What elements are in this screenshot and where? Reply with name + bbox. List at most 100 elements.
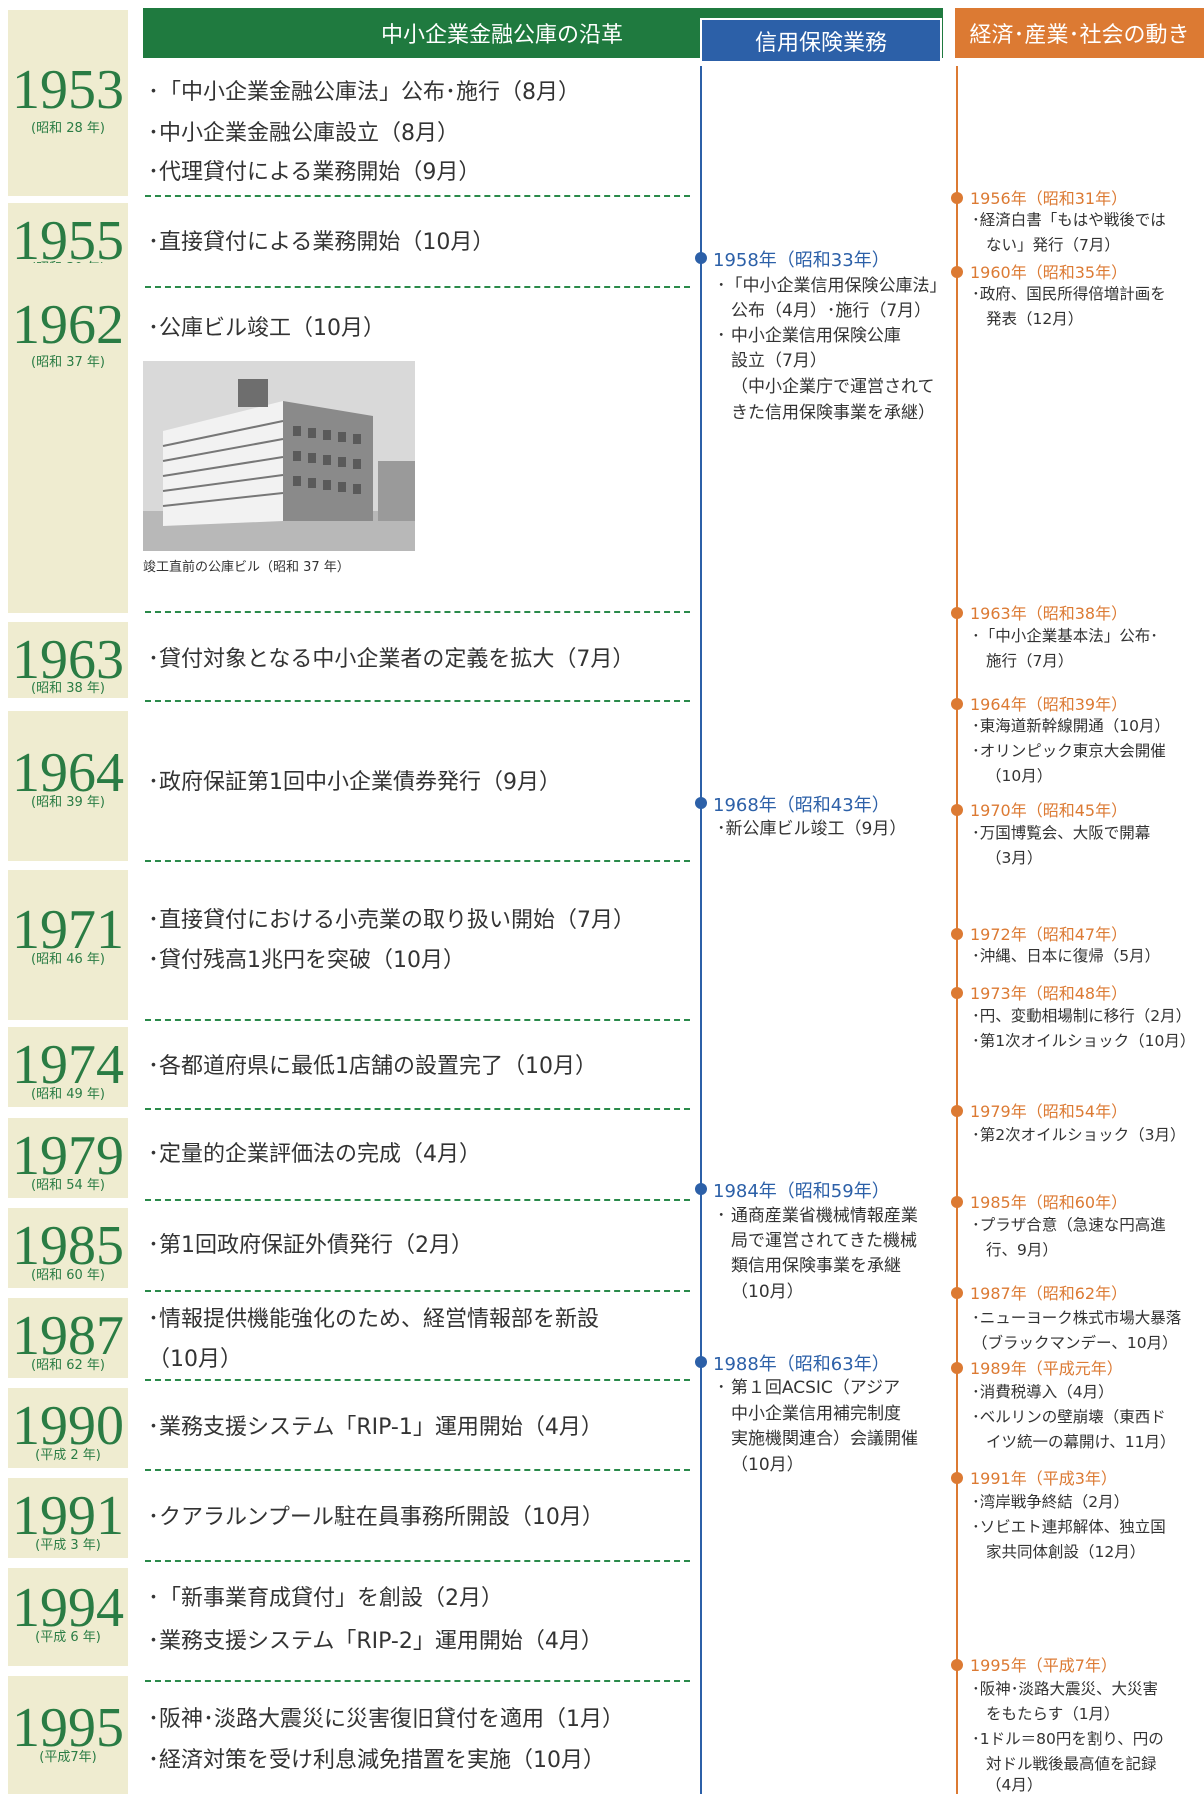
year-number: 1994: [12, 1577, 124, 1639]
year-number: 1995: [12, 1697, 124, 1759]
economy-event-text: ･湾岸戦争終結（2月）: [972, 1493, 1130, 1511]
history-item: ･貸付残高1兆円を突破（10月）: [148, 948, 465, 973]
year-era: (平成7年): [39, 1750, 97, 1765]
economy-event-text: ･沖縄、日本に復帰（5月）: [972, 947, 1161, 965]
credit-event-text: ･ 通商産業省機械情報産業: [717, 1206, 918, 1226]
history-item: ･阪神･淡路大震災に災害復旧貸付を適用（1月）: [148, 1707, 624, 1732]
timeline-dot: [951, 1659, 963, 1671]
credit-event-title: 1958年（昭和33年）: [713, 250, 890, 271]
year-era: (昭和 37 年): [31, 355, 105, 370]
history-item: ･クアラルンプール駐在員事務所開設（10月）: [148, 1505, 604, 1530]
economy-event-text: 行、9月）: [986, 1241, 1058, 1259]
economy-event-title: 1960年（昭和35年）: [970, 263, 1128, 282]
economy-event-title: 1956年（昭和31年）: [970, 189, 1128, 208]
timeline-dot: [951, 1105, 963, 1117]
economy-event-text: ･ソビエト連邦解体、独立国: [972, 1518, 1166, 1536]
timeline-dot: [951, 928, 963, 940]
history-item: （10月）: [148, 1347, 242, 1372]
separator: [145, 1560, 690, 1562]
credit-header-label: 信用保険業務: [754, 30, 887, 56]
year-number: 1971: [12, 899, 124, 961]
economy-event-text: ･消費税導入（4月）: [972, 1383, 1114, 1401]
year-era: (昭和 60 年): [31, 1268, 105, 1283]
economy-event-text: ･円、変動相場制に移行（2月）: [972, 1007, 1192, 1025]
economy-event-title: 1963年（昭和38年）: [970, 604, 1128, 623]
year-era: (昭和 62 年): [31, 1358, 105, 1373]
economy-event-text: ･ニューヨーク株式市場大暴落: [972, 1309, 1182, 1327]
credit-event-text: ･新公庫ビル竣工（9月）: [717, 819, 907, 839]
timeline-dot: [951, 698, 963, 710]
separator: [145, 195, 690, 197]
economy-event-title: 1985年（昭和60年）: [970, 1193, 1128, 1212]
separator: [145, 1108, 690, 1110]
credit-event-text: 実施機関連合）会議開催: [731, 1429, 918, 1449]
economy-event-text: （ブラックマンデー、10月）: [972, 1334, 1178, 1352]
economy-event-text: ･「中小企業基本法」公布･: [972, 627, 1159, 645]
economy-event-text: 発表（12月）: [986, 310, 1084, 328]
credit-event-text: 類信用保険事業を承継: [731, 1256, 901, 1276]
year-era: (昭和 46 年): [31, 952, 105, 967]
year-number: 1985: [12, 1215, 124, 1277]
separator: [145, 611, 690, 613]
year-number: 1979: [12, 1125, 124, 1187]
economy-header-label: 経済･産業･社会の動き: [969, 23, 1190, 48]
year-number: 1953: [12, 59, 124, 121]
economy-event-text: ･ベルリンの壁崩壊（東西ド: [972, 1408, 1166, 1426]
economy-event-text: ･阪神･淡路大震災、大災害: [972, 1680, 1159, 1698]
history-item: ･直接貸付における小売業の取り扱い開始（7月）: [148, 908, 635, 933]
economy-event-title: 1979年（昭和54年）: [970, 1102, 1128, 1121]
year-era: (平成 3 年): [35, 1538, 101, 1553]
credit-event-text: （10月）: [731, 1455, 804, 1475]
year-block: 1991 (平成 3 年): [8, 1478, 128, 1558]
economy-event-text: ない」発行（7月）: [986, 236, 1120, 254]
year-era: (昭和 39 年): [31, 795, 105, 810]
history-item: ･各都道府県に最低1店舗の設置完了（10月）: [148, 1054, 597, 1079]
history-item: ･貸付対象となる中小企業者の定義を拡大（7月）: [148, 647, 635, 672]
economy-event-title: 1987年（昭和62年）: [970, 1284, 1128, 1303]
history-item: ･情報提供機能強化のため、経営情報部を新設: [148, 1307, 600, 1332]
separator: [145, 860, 690, 862]
year-block: 1963 (昭和 38 年): [8, 622, 128, 698]
economy-event-text: をもたらす（1月）: [986, 1705, 1120, 1723]
history-item: ･定量的企業評価法の完成（4月）: [148, 1142, 481, 1167]
timeline-dot: [951, 987, 963, 999]
year-number: 1964: [12, 742, 124, 804]
history-item: ･直接貸付による業務開始（10月）: [148, 230, 495, 255]
timeline-dot: [695, 1183, 707, 1195]
economy-event-text: ･東海道新幹線開通（10月）: [972, 717, 1170, 735]
timeline-dot: [951, 1472, 963, 1484]
economy-event-text: （3月）: [986, 849, 1043, 867]
economy-event-title: 1995年（平成7年）: [970, 1656, 1117, 1675]
year-block: 1979 (昭和 54 年): [8, 1118, 128, 1198]
year-number: 1963: [12, 629, 124, 691]
economy-event-title: 1972年（昭和47年）: [970, 925, 1128, 944]
year-block: 1985 (昭和 60 年): [8, 1208, 128, 1288]
history-item: ･代理貸付による業務開始（9月）: [148, 160, 481, 185]
credit-event-text: 局で運営されてきた機械: [731, 1231, 917, 1251]
credit-event-title: 1984年（昭和59年）: [713, 1181, 890, 1202]
year-era: (昭和 54 年): [31, 1178, 105, 1193]
year-block: 1953 (昭和 28 年): [8, 10, 128, 196]
economy-event-text: 家共同体創設（12月）: [986, 1543, 1146, 1561]
photo-caption: 竣工直前の公庫ビル（昭和 37 年）: [143, 560, 350, 575]
economy-event-title: 1991年（平成3年）: [970, 1469, 1117, 1488]
economy-event-title: 1989年（平成元年）: [970, 1359, 1123, 1378]
separator: [145, 700, 690, 702]
separator: [145, 1019, 690, 1021]
timeline-dot: [951, 607, 963, 619]
timeline-dot: [951, 1196, 963, 1208]
history-item: ･業務支援システム「RIP-2」運用開始（4月）: [148, 1629, 603, 1654]
timeline-dot: [951, 1287, 963, 1299]
economy-event-text: 施行（7月）: [986, 652, 1074, 670]
economy-event-text: 対ドル戦後最高値を記録: [986, 1755, 1157, 1773]
year-number: 1991: [12, 1485, 124, 1547]
history-item: ･業務支援システム「RIP-1」運用開始（4月）: [148, 1415, 603, 1440]
timeline-dot: [695, 252, 707, 264]
year-block: 1964 (昭和 39 年): [8, 711, 128, 861]
year-block: 1990 (平成 2 年): [8, 1388, 128, 1468]
separator: [145, 1290, 690, 1292]
economy-event-title: 1973年（昭和48年）: [970, 984, 1128, 1003]
economy-event-text: ･第2次オイルショック（3月）: [972, 1126, 1186, 1144]
economy-event-text: ･第1次オイルショック（10月）: [972, 1032, 1196, 1050]
timeline-dot: [951, 266, 963, 278]
